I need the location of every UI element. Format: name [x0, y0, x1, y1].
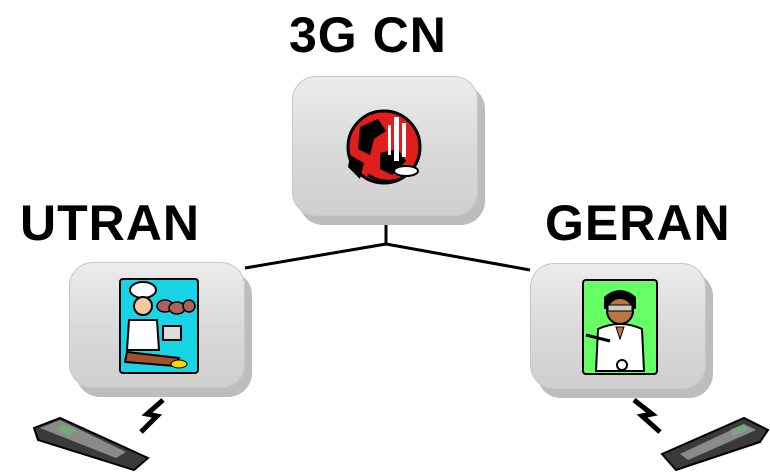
radio-link-icon: [139, 398, 165, 434]
core-network-label: 3G CN: [289, 7, 447, 63]
mobile-phone-icon: [660, 416, 770, 472]
globe-network-icon: [346, 109, 422, 185]
link-cn-geran: [385, 242, 531, 272]
core-network-node[interactable]: [292, 76, 478, 216]
utran-label: UTRAN: [20, 195, 200, 251]
link-cn-utran: [244, 242, 387, 270]
utran-node[interactable]: [69, 262, 245, 388]
geran-label: GERAN: [545, 195, 731, 251]
chef-butcher-icon: [119, 278, 199, 374]
radio-link-icon: [632, 398, 662, 434]
geran-node[interactable]: [530, 263, 706, 389]
mobile-phone-icon: [32, 416, 150, 472]
scientist-icon: [582, 279, 658, 375]
